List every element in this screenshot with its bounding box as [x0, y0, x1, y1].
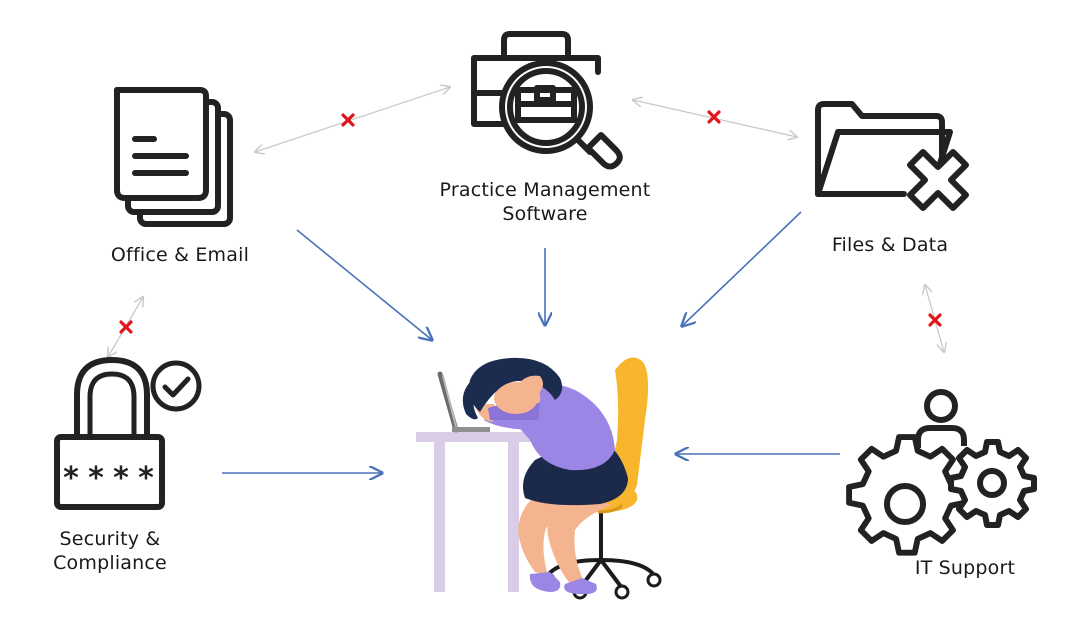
- node-label-practice-management: Practice Management Software: [405, 178, 685, 226]
- node-label-line: Practice Management: [439, 179, 651, 201]
- broken-x-icon: [119, 320, 133, 334]
- broken-marks: [119, 110, 942, 334]
- node-label-it-support: IT Support: [914, 557, 1016, 579]
- person-gears-icon: [846, 389, 1037, 556]
- folder-x-icon: [815, 101, 969, 211]
- briefcase-search-icon: [471, 31, 623, 170]
- svg-text:*: *: [138, 461, 154, 496]
- inflow-arrows: [222, 211, 840, 473]
- node-label-line: Software: [502, 203, 588, 225]
- svg-text:*: *: [88, 461, 104, 496]
- arrow-office-to-center: [296, 229, 432, 340]
- broken-x-icon: [341, 113, 355, 127]
- padlock-check-icon: * * * *: [54, 357, 202, 510]
- svg-text:*: *: [113, 461, 129, 496]
- arrow-files-to-center: [682, 211, 802, 326]
- node-label-line: Compliance: [53, 552, 167, 574]
- node-label-security-compliance: Security & Compliance: [30, 527, 190, 575]
- node-label-line: Security &: [59, 528, 161, 550]
- broken-x-icon: [707, 110, 721, 124]
- broken-x-icon: [928, 313, 942, 327]
- frustrated-woman-at-desk-illustration: [416, 357, 662, 600]
- node-label-office-email: Office & Email: [110, 244, 250, 266]
- node-label-files-data: Files & Data: [831, 234, 949, 256]
- svg-text:*: *: [63, 461, 79, 496]
- documents-icon: [114, 87, 233, 227]
- connector-office-pms: [255, 87, 450, 152]
